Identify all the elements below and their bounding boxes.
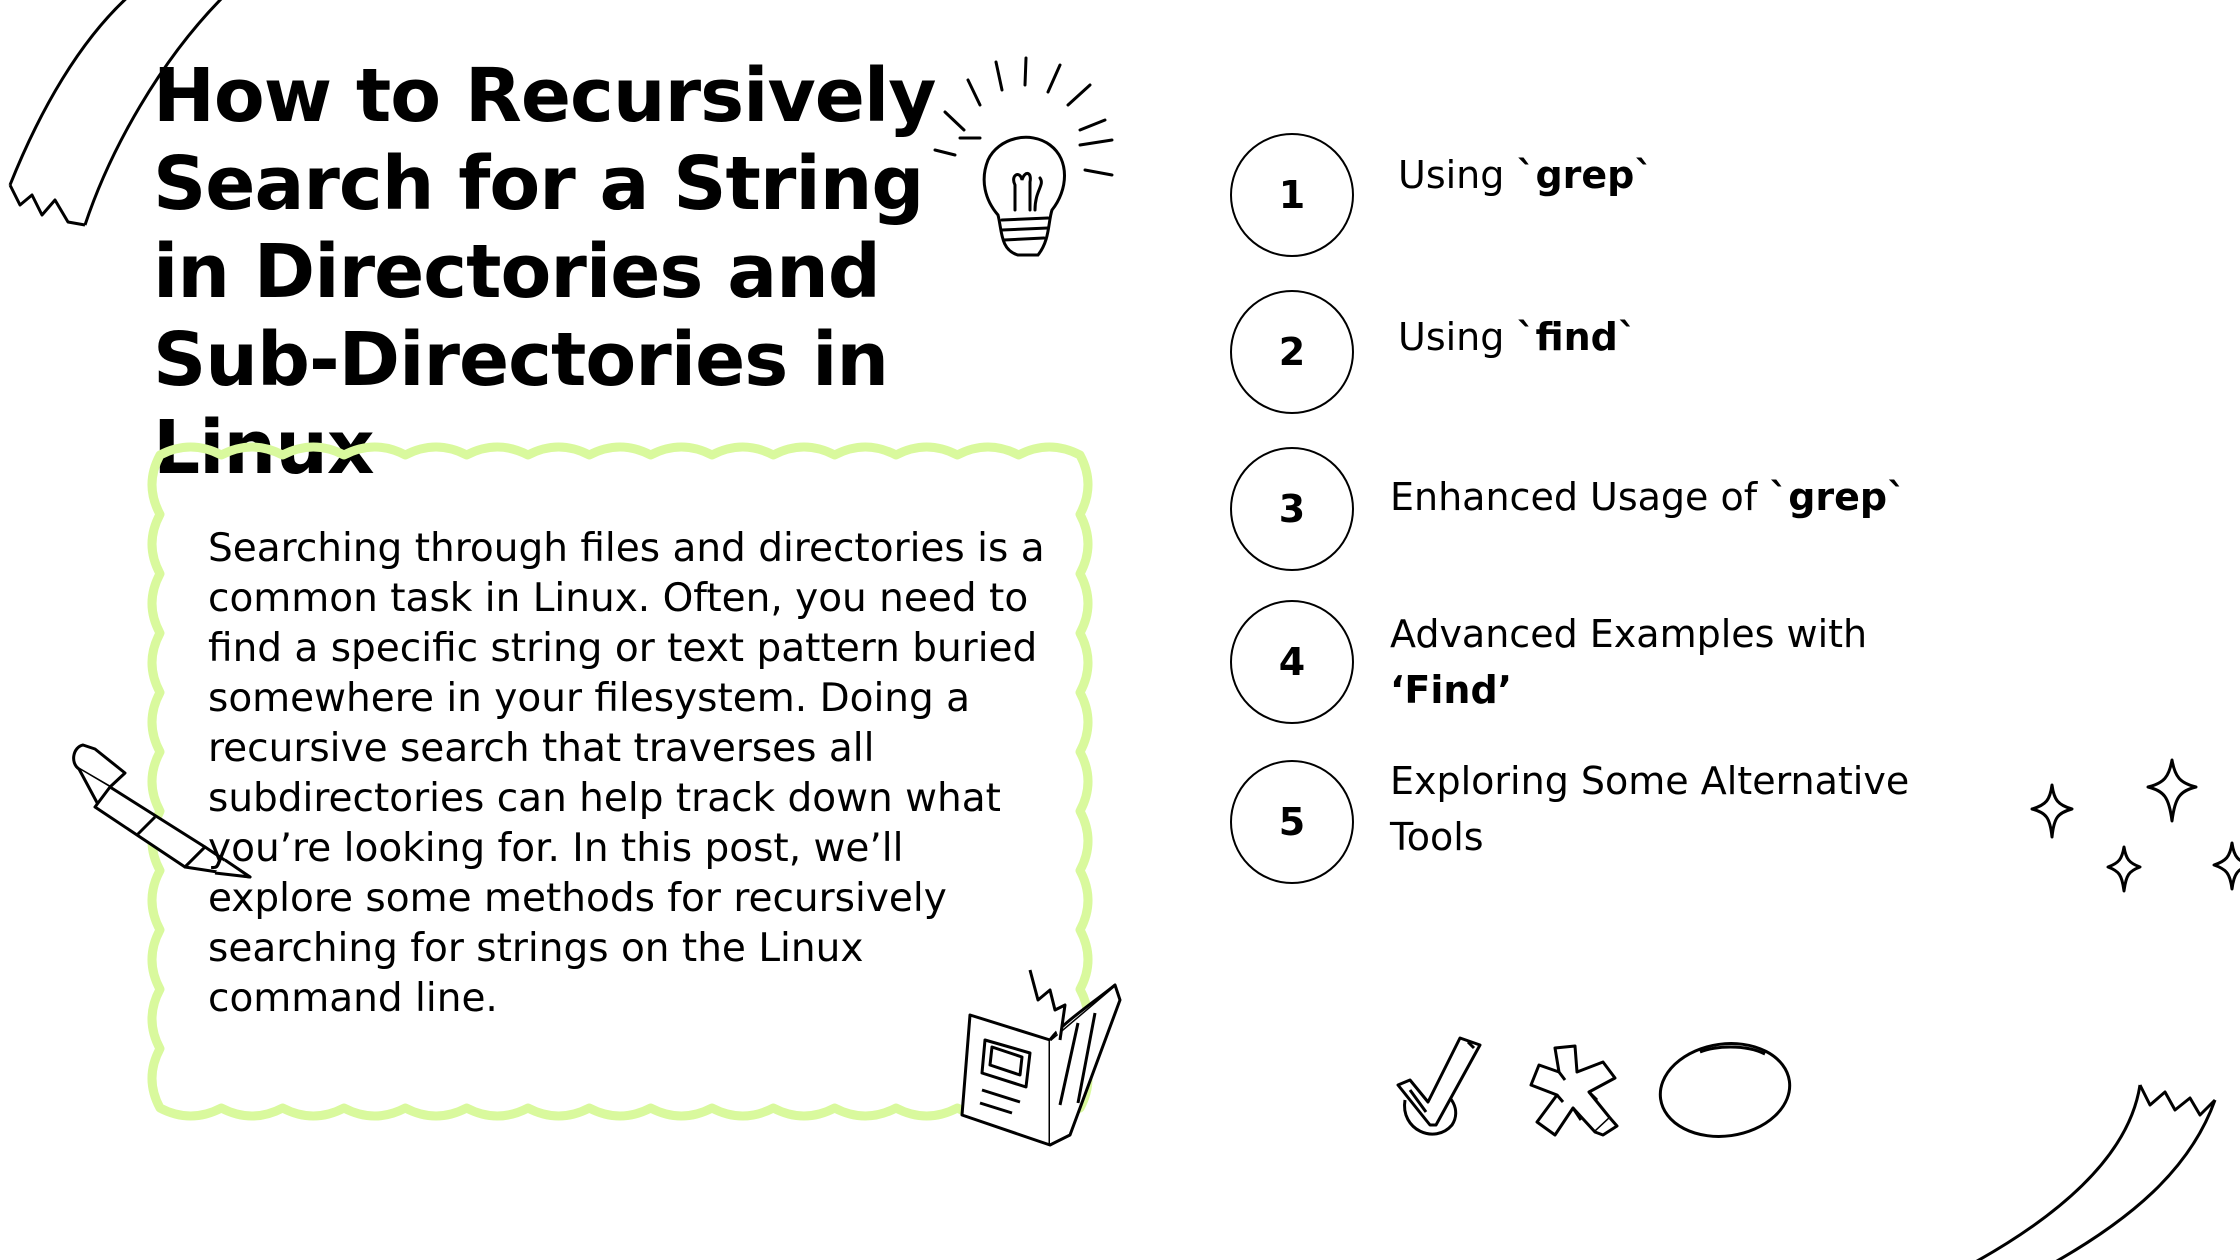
ribbon-icon — [8, 0, 223, 227]
book-icon — [960, 969, 1122, 1147]
lightbulb-icon — [933, 56, 1114, 257]
checkmark-icon — [1396, 1036, 1482, 1136]
cross-icon — [1529, 1044, 1619, 1137]
intro-paragraph: Searching through files and directories … — [208, 526, 1045, 1021]
pen-icon — [72, 743, 252, 879]
sparkle-icon — [2030, 758, 2240, 893]
page-title: How to Recursively Search for a String i… — [153, 53, 937, 491]
oval-icon — [1658, 1042, 1792, 1138]
ribbon-icon — [1975, 1084, 2217, 1260]
